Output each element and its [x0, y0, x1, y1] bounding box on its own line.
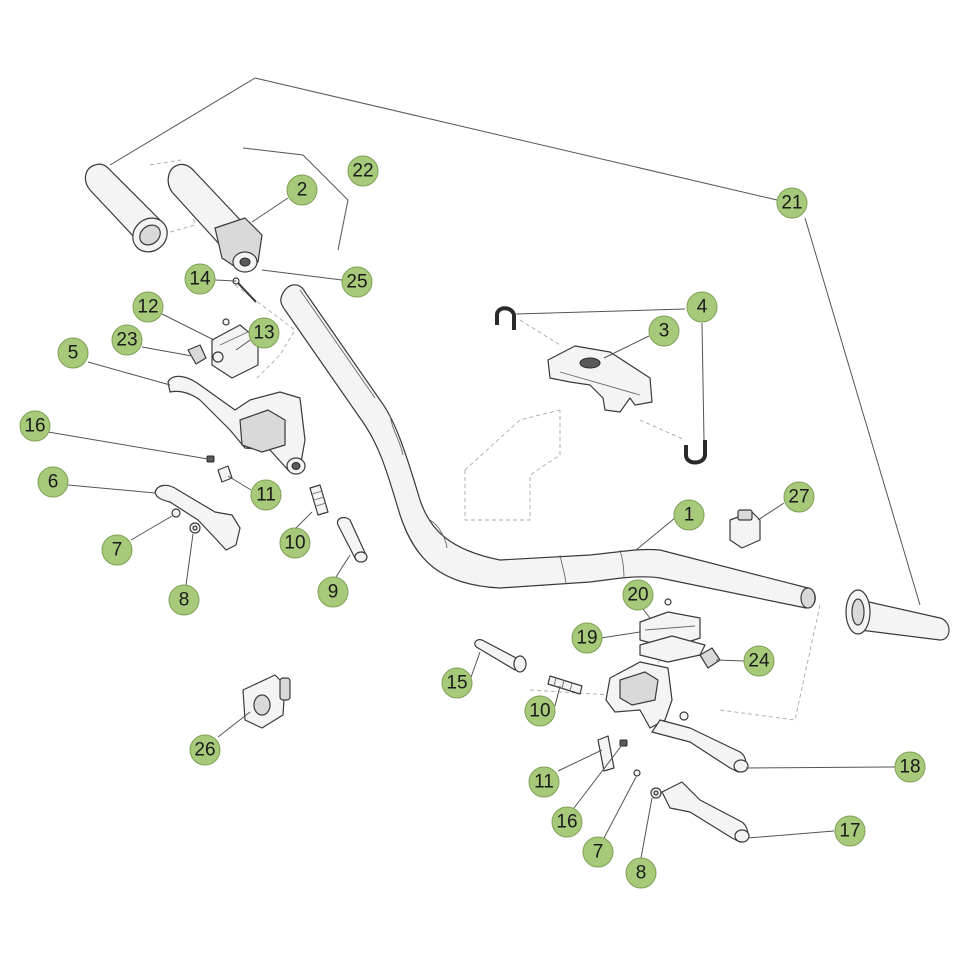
- svg-text:26: 26: [194, 740, 215, 761]
- callout-21[interactable]: 21: [776, 187, 808, 219]
- svg-text:7: 7: [112, 540, 123, 561]
- callout-8-right[interactable]: 8: [625, 857, 657, 889]
- svg-text:16: 16: [24, 416, 45, 437]
- callout-11-left[interactable]: 11: [250, 479, 282, 511]
- callout-24[interactable]: 24: [743, 645, 775, 677]
- callout-4[interactable]: 4: [686, 291, 718, 323]
- svg-text:23: 23: [116, 330, 137, 351]
- leader-lines: [47, 77, 921, 859]
- svg-text:2: 2: [297, 180, 308, 201]
- callout-11-right[interactable]: 11: [528, 766, 560, 798]
- svg-text:3: 3: [659, 321, 670, 342]
- u-bolt-upper: [495, 306, 516, 330]
- svg-text:13: 13: [253, 323, 274, 344]
- callout-19[interactable]: 19: [571, 622, 603, 654]
- handlebar: [280, 284, 816, 609]
- callout-14[interactable]: 14: [184, 263, 216, 295]
- svg-text:8: 8: [179, 590, 190, 611]
- svg-text:7: 7: [593, 842, 604, 863]
- right-small-parts: [474, 639, 583, 695]
- u-bolt-lower: [684, 440, 707, 465]
- svg-text:5: 5: [68, 343, 79, 364]
- svg-text:11: 11: [256, 485, 276, 506]
- callout-18[interactable]: 18: [894, 751, 926, 783]
- svg-text:15: 15: [446, 673, 467, 694]
- right-grip: [845, 589, 950, 641]
- callout-15[interactable]: 15: [441, 667, 473, 699]
- callout-2[interactable]: 2: [286, 174, 318, 206]
- callout-23[interactable]: 23: [111, 324, 143, 356]
- callout-6[interactable]: 6: [37, 466, 69, 498]
- right-lower-lever: [597, 735, 750, 843]
- callout-7-right[interactable]: 7: [582, 836, 614, 868]
- callouts: 1 2 3 4 5 6 7 7 8 8 9 10 10 11 11 12 13 …: [19, 155, 926, 889]
- callout-25[interactable]: 25: [341, 266, 373, 298]
- svg-text:6: 6: [48, 472, 59, 493]
- left-master-cylinder: [167, 375, 306, 475]
- callout-7-left[interactable]: 7: [101, 534, 133, 566]
- left-lower-lever: [154, 484, 241, 551]
- svg-text:27: 27: [788, 487, 809, 508]
- svg-text:21: 21: [781, 193, 802, 214]
- right-master-cylinder: [605, 661, 749, 773]
- svg-text:12: 12: [137, 297, 158, 318]
- svg-text:19: 19: [576, 628, 597, 649]
- callout-27[interactable]: 27: [783, 481, 815, 513]
- left-clamp-assembly: [187, 318, 259, 379]
- svg-text:10: 10: [529, 701, 550, 722]
- svg-text:10: 10: [284, 533, 305, 554]
- svg-text:8: 8: [636, 863, 647, 884]
- svg-text:20: 20: [627, 585, 648, 606]
- callout-10-left[interactable]: 10: [279, 527, 311, 559]
- svg-text:22: 22: [352, 161, 373, 182]
- svg-text:14: 14: [189, 269, 211, 290]
- callout-9[interactable]: 9: [317, 576, 349, 608]
- svg-text:11: 11: [534, 772, 554, 793]
- switch-26: [242, 674, 291, 729]
- callout-8-left[interactable]: 8: [168, 584, 200, 616]
- top-clamp: [547, 345, 653, 413]
- right-reservoir: [639, 598, 721, 669]
- screw-14: [232, 277, 257, 303]
- callout-12[interactable]: 12: [132, 291, 164, 323]
- left-grip: [84, 163, 168, 253]
- callout-3[interactable]: 3: [648, 315, 680, 347]
- callout-13[interactable]: 13: [248, 317, 280, 349]
- callout-20[interactable]: 20: [622, 579, 654, 611]
- svg-text:25: 25: [346, 272, 367, 293]
- callout-22[interactable]: 22: [347, 155, 379, 187]
- svg-text:17: 17: [839, 821, 860, 842]
- callout-16-right[interactable]: 16: [551, 806, 583, 838]
- svg-text:16: 16: [556, 812, 577, 833]
- callout-1[interactable]: 1: [673, 499, 705, 531]
- throttle-grip: [167, 163, 263, 273]
- switch-27: [729, 509, 761, 549]
- callout-26[interactable]: 26: [189, 734, 221, 766]
- svg-text:9: 9: [328, 582, 339, 603]
- callout-5[interactable]: 5: [57, 337, 89, 369]
- svg-text:1: 1: [684, 505, 695, 526]
- callout-17[interactable]: 17: [834, 815, 866, 847]
- callout-16-left[interactable]: 16: [19, 410, 51, 442]
- svg-text:4: 4: [697, 297, 708, 318]
- left-small-parts: [206, 455, 368, 563]
- svg-text:18: 18: [899, 757, 920, 778]
- svg-text:24: 24: [748, 651, 770, 672]
- callout-10-right[interactable]: 10: [524, 695, 556, 727]
